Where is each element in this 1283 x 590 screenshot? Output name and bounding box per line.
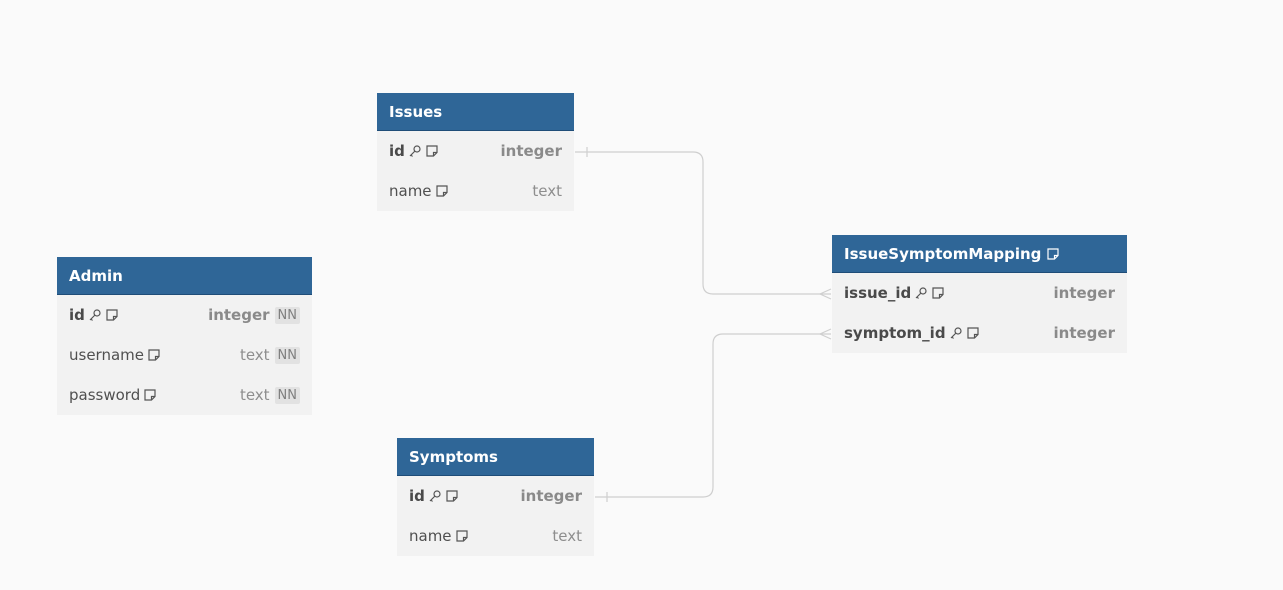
connector-issues-to-mapping[interactable] — [575, 151, 831, 295]
column-type: text — [239, 346, 270, 364]
column-type: integer — [500, 142, 562, 160]
note-icon[interactable] — [966, 326, 980, 340]
column-type: integer — [1053, 324, 1115, 342]
column-type: integer — [1053, 284, 1115, 302]
column-name: name — [389, 182, 432, 200]
note-icon[interactable] — [105, 308, 119, 322]
connector-many-marker — [818, 328, 832, 340]
column-type: integer — [520, 487, 582, 505]
key-icon — [88, 308, 102, 322]
note-icon[interactable] — [931, 286, 945, 300]
table-issue-symptom-mapping[interactable]: IssueSymptomMapping issue_id integer sym… — [832, 235, 1127, 353]
table-admin[interactable]: Admin id integer NN username text NN pas… — [57, 257, 312, 415]
table-header[interactable]: IssueSymptomMapping — [832, 235, 1127, 273]
column-type: text — [532, 182, 562, 200]
note-icon[interactable] — [143, 388, 157, 402]
key-icon — [914, 286, 928, 300]
column-row[interactable]: id integer — [377, 131, 574, 171]
table-title: Symptoms — [409, 447, 498, 466]
not-null-badge: NN — [274, 306, 300, 324]
table-issues[interactable]: Issues id integer name text — [377, 93, 574, 211]
column-row[interactable]: password text NN — [57, 375, 312, 415]
table-header[interactable]: Admin — [57, 257, 312, 295]
column-row[interactable]: name text — [377, 171, 574, 211]
table-title: IssueSymptomMapping — [844, 244, 1042, 263]
column-name: symptom_id — [844, 324, 946, 342]
column-row[interactable]: username text NN — [57, 335, 312, 375]
note-icon[interactable] — [425, 144, 439, 158]
column-row[interactable]: symptom_id integer — [832, 313, 1127, 353]
column-type: text — [239, 386, 270, 404]
note-icon[interactable] — [435, 184, 449, 198]
column-name: id — [409, 487, 425, 505]
connector-symptoms-to-mapping[interactable] — [595, 333, 831, 498]
key-icon — [428, 489, 442, 503]
column-row[interactable]: name text — [397, 516, 594, 556]
note-icon[interactable] — [1046, 247, 1060, 261]
column-type: text — [552, 527, 582, 545]
column-name: id — [389, 142, 405, 160]
not-null-badge: NN — [274, 386, 300, 404]
column-name: name — [409, 527, 452, 545]
column-row[interactable]: id integer NN — [57, 295, 312, 335]
table-header[interactable]: Issues — [377, 93, 574, 131]
column-name: username — [69, 346, 144, 364]
column-row[interactable]: issue_id integer — [832, 273, 1127, 313]
table-title: Issues — [389, 102, 443, 121]
table-symptoms[interactable]: Symptoms id integer name text — [397, 438, 594, 556]
note-icon[interactable] — [147, 348, 161, 362]
column-name: issue_id — [844, 284, 912, 302]
key-icon — [408, 144, 422, 158]
column-name: id — [69, 306, 85, 324]
not-null-badge: NN — [274, 346, 300, 364]
column-row[interactable]: id integer — [397, 476, 594, 516]
column-type: integer — [208, 306, 270, 324]
table-title: Admin — [69, 266, 123, 285]
column-name: password — [69, 386, 141, 404]
key-icon — [949, 326, 963, 340]
note-icon[interactable] — [455, 529, 469, 543]
table-header[interactable]: Symptoms — [397, 438, 594, 476]
connector-many-marker — [818, 288, 832, 300]
note-icon[interactable] — [445, 489, 459, 503]
